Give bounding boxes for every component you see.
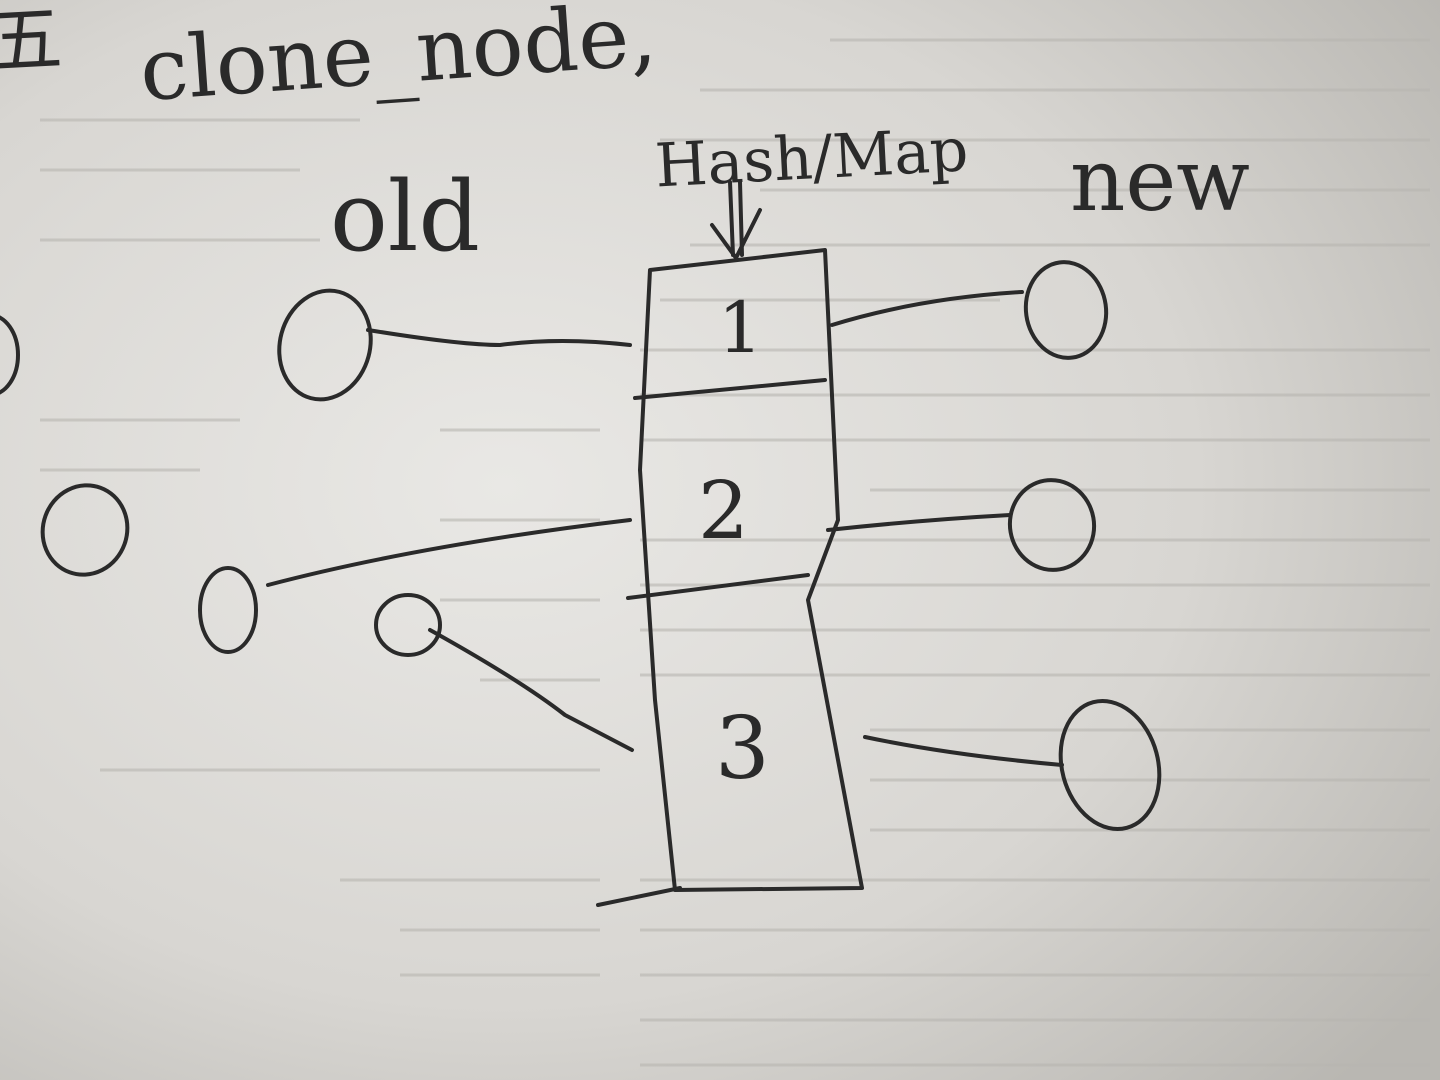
hashmap-table [638, 248, 864, 892]
hashmap-dividers [596, 378, 827, 907]
label-new: new [1070, 131, 1250, 231]
new-connections [826, 290, 1064, 767]
new-node [1058, 698, 1162, 832]
bucket-label: 2 [698, 464, 749, 557]
old-nodes [0, 288, 442, 657]
bucket-label: 1 [718, 287, 763, 369]
old-node [198, 566, 258, 654]
bucket-label: 3 [715, 699, 770, 799]
background-print-texture [40, 38, 1430, 1067]
old-node [277, 288, 373, 402]
old-node-partial [0, 315, 20, 395]
hashmap-arrow [710, 180, 762, 260]
old-connections [266, 328, 634, 752]
label-old: old [330, 161, 480, 273]
new-node [1023, 260, 1109, 360]
label-hashmap: Hash/Map [653, 115, 970, 201]
new-nodes [1007, 260, 1162, 832]
old-node [40, 483, 130, 577]
new-node [1007, 478, 1097, 572]
header-glyph: 五 [0, 0, 64, 84]
old-node [374, 593, 442, 657]
